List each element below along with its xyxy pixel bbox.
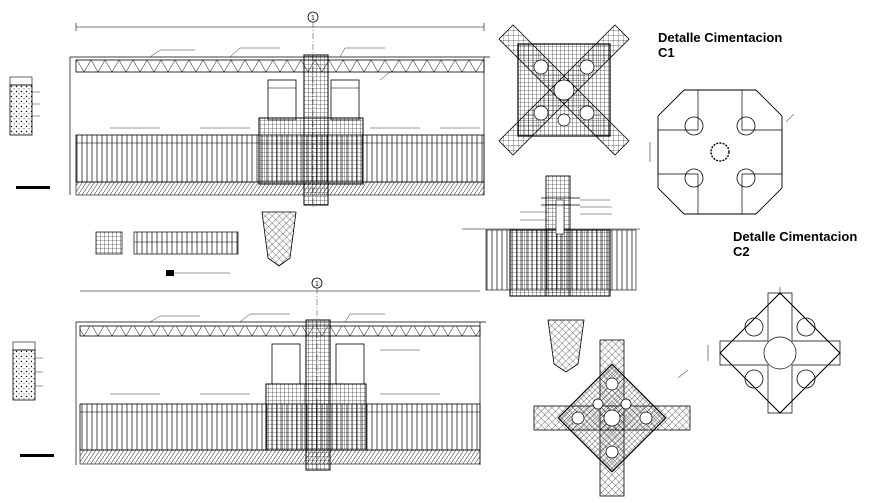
pile-top bbox=[261, 211, 297, 267]
footing-plan-c1-hatched bbox=[498, 24, 630, 156]
detail-c1-title: Detalle Cimentacion bbox=[658, 30, 783, 45]
strip-section-mid bbox=[95, 231, 239, 276]
detail-c2-title: Detalle Cimentacion bbox=[733, 229, 858, 244]
elevation-bottom bbox=[20, 277, 486, 471]
detail-c2-code: C2 bbox=[733, 244, 750, 259]
detail-c2-title-block: Detalle Cimentacion C2 bbox=[733, 229, 857, 259]
roof-truss-top bbox=[75, 59, 485, 73]
section-detail-bottom-left bbox=[12, 341, 43, 401]
footing-plan-c1-outline bbox=[649, 89, 795, 215]
axis-label-top: 1 bbox=[311, 15, 315, 22]
axis-label-bottom: 1 bbox=[315, 281, 319, 288]
section-detail-top-left bbox=[9, 76, 40, 136]
elevation-top bbox=[16, 11, 490, 267]
detail-c1-title-block: Detalle Cimentacion C1 bbox=[658, 30, 782, 60]
footing-plan-c2-hatched bbox=[533, 339, 691, 497]
footing-plan-c2-outline bbox=[707, 287, 841, 414]
detail-c1-code: C1 bbox=[658, 45, 675, 60]
column-top bbox=[303, 54, 329, 206]
column-bottom bbox=[305, 319, 331, 471]
footing-section-center bbox=[462, 175, 640, 373]
roof-truss-bottom bbox=[79, 325, 481, 337]
ground-hatch-bottom bbox=[79, 449, 481, 465]
